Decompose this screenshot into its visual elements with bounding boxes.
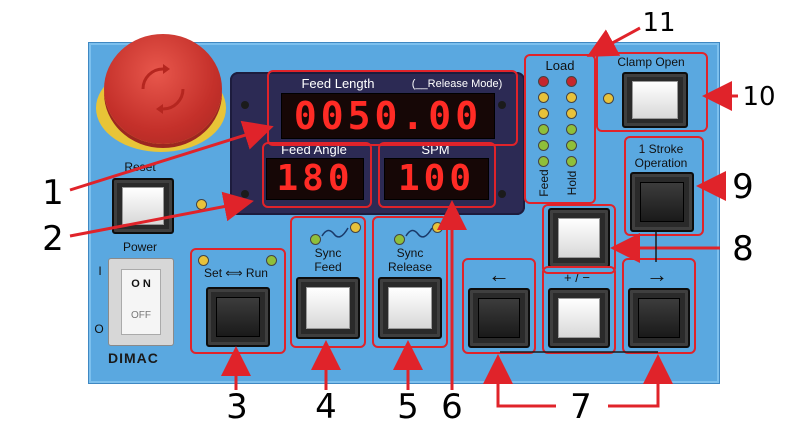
callout-box-7a	[462, 258, 536, 354]
rotate-arrow-icon	[141, 64, 185, 114]
power-switch[interactable]: O N OFF	[108, 258, 174, 346]
increment-button[interactable]	[558, 218, 600, 258]
power-on-text: O N	[131, 278, 151, 290]
callout-number-9: 9	[732, 167, 754, 207]
power-label: Power	[122, 240, 157, 254]
sync-release-button[interactable]	[388, 287, 432, 329]
callout-number-6: 6	[441, 387, 463, 427]
feed-angle-display: 180	[266, 158, 364, 200]
run-led	[266, 255, 277, 266]
power-off-text: OFF	[131, 310, 151, 321]
led-indicator	[538, 108, 549, 119]
callout-box-1	[267, 70, 518, 146]
sync-wave-icon	[405, 227, 433, 238]
jog-right-button[interactable]	[638, 298, 680, 338]
led-indicator	[538, 124, 549, 135]
sync-feed-led-2	[350, 222, 361, 233]
callout-number-1: 1	[42, 173, 64, 213]
set-run-button-housing	[206, 287, 270, 347]
led-indicator	[538, 140, 549, 151]
jog-left-button-housing	[468, 288, 530, 348]
sync-release-label: Sync Release	[387, 246, 433, 274]
emergency-stop-base	[96, 34, 234, 152]
led-indicator	[538, 76, 549, 87]
power-o-label: O	[94, 322, 104, 336]
callout-number-11: 11	[642, 8, 676, 38]
sync-release-button-housing	[378, 277, 442, 339]
spm-display: 100	[384, 158, 489, 200]
screw	[498, 101, 506, 109]
emergency-stop-button[interactable]	[104, 34, 222, 144]
led-indicator	[566, 108, 577, 119]
sync-feed-led	[310, 234, 321, 245]
callout-number-7: 7	[570, 387, 592, 427]
plus-minus-button-housing	[548, 288, 610, 348]
feed-length-mode: (__Release Mode)	[411, 78, 503, 90]
callout-box-11	[524, 54, 596, 204]
clamp-led	[603, 93, 614, 104]
load-hold-leds	[566, 76, 578, 167]
callout-box-8b	[542, 266, 616, 354]
callout-number-4: 4	[315, 387, 337, 427]
power-i-label: I	[98, 264, 102, 278]
brand-logo: DIMAC	[108, 350, 159, 366]
sync-wave-icon	[321, 227, 349, 238]
plus-minus-button[interactable]	[558, 298, 600, 338]
led-indicator	[566, 156, 577, 167]
callout-number-8: 8	[732, 229, 754, 269]
set-led	[198, 255, 209, 266]
callout-number-2: 2	[42, 219, 64, 259]
sync-feed-button-housing	[296, 277, 360, 339]
set-run-label: Set ⟺ Run	[204, 266, 268, 280]
led-indicator	[538, 92, 549, 103]
stroke-operation-button[interactable]	[640, 182, 684, 222]
right-arrow-icon: →	[646, 262, 668, 287]
feed-length-display: 0050.00	[281, 93, 495, 139]
set-run-button[interactable]	[216, 297, 260, 337]
feed-length-title: Feed Length	[301, 76, 375, 91]
screw	[498, 190, 506, 198]
clamp-open-button-housing	[622, 72, 688, 128]
led-indicator	[566, 140, 577, 151]
load-feed-leds	[538, 76, 550, 167]
callout-box-2	[262, 142, 372, 208]
stroke-button-housing	[630, 172, 694, 232]
callout-number-10: 10	[742, 82, 776, 112]
clamp-open-button[interactable]	[632, 81, 678, 119]
jog-left-button[interactable]	[478, 298, 520, 338]
led-indicator	[538, 156, 549, 167]
clamp-open-label: Clamp Open	[617, 55, 685, 69]
stroke-operation-label: 1 Stroke Operation	[634, 142, 688, 170]
callout-number-5: 5	[397, 387, 419, 427]
left-arrow-icon: ←	[488, 262, 510, 287]
led-indicator	[566, 76, 577, 87]
load-label: Load	[545, 58, 575, 73]
screw	[241, 101, 249, 109]
sync-release-led	[394, 234, 405, 245]
callout-box-7b	[622, 258, 696, 354]
sync-feed-label: Sync Feed	[314, 246, 342, 274]
jog-right-button-housing	[628, 288, 690, 348]
led-indicator	[566, 124, 577, 135]
led-indicator	[566, 92, 577, 103]
callout-number-3: 3	[226, 387, 248, 427]
sync-feed-button[interactable]	[306, 287, 350, 329]
